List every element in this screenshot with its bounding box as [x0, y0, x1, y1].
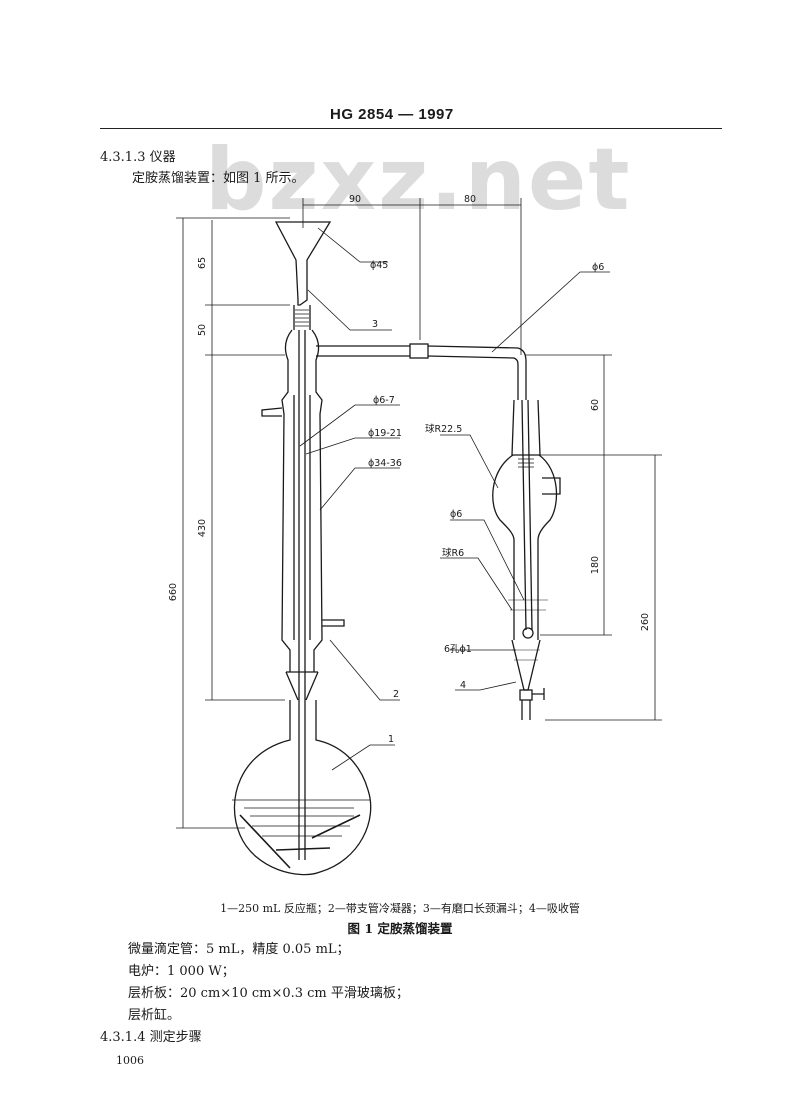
dim-absorber: 260 — [640, 613, 651, 631]
label-phi6-mid: ϕ6 — [450, 509, 462, 520]
callout-4: 4 — [460, 680, 466, 691]
item-tlc-plate: 层析板：20 cm×10 cm×0.3 cm 平滑玻璃板； — [128, 986, 409, 1001]
item-burette: 微量滴定管：5 mL，精度 0.05 mL； — [128, 942, 350, 957]
absorption-tube — [492, 399, 561, 720]
label-phi6-top: ϕ6 — [592, 262, 604, 273]
figure-legend: 1—250 mL 反应瓶；2—带支管冷凝器；3—有磨口长颈漏斗；4—吸收管 — [220, 902, 580, 915]
section-intro: 定胺蒸馏装置：如图 1 所示。 — [132, 171, 305, 186]
callout-leaders — [299, 227, 610, 771]
reaction-flask — [232, 700, 372, 876]
label-holes: 6孔ϕ1 — [444, 644, 472, 655]
dim-funnel: 65 — [197, 257, 208, 269]
dim-total: 660 — [168, 583, 179, 601]
figure-caption: 图 1 定胺蒸馏装置 — [347, 921, 453, 936]
condenser — [261, 329, 527, 860]
dim-tube-drop: 60 — [590, 399, 601, 411]
callout-3: 3 — [372, 319, 378, 330]
dim-bulb: 180 — [590, 556, 601, 574]
dim-joint: 50 — [197, 324, 208, 336]
label-phi6-7: ϕ6-7 — [373, 395, 395, 406]
funnel — [274, 221, 332, 330]
watermark: bzxz.net — [205, 130, 632, 230]
callout-2: 2 — [393, 689, 399, 700]
callout-1: 1 — [388, 734, 394, 745]
item-furnace: 电炉：1 000 W； — [128, 964, 235, 979]
item-tlc-tank: 层析缸。 — [128, 1008, 181, 1023]
header-rule — [100, 128, 722, 129]
label-phi34-36: ϕ34-36 — [368, 458, 402, 469]
next-section-heading: 4.3.1.4 测定步骤 — [100, 1030, 202, 1045]
standard-header: HG 2854 — 1997 — [330, 106, 454, 123]
label-phi45: ϕ45 — [370, 260, 388, 271]
label-ball-r22-5: 球R22.5 — [425, 423, 462, 435]
section-heading: 4.3.1.3 仪器 — [100, 150, 176, 165]
distillation-apparatus-figure: 90 80 65 50 430 660 60 180 260 ϕ45 ϕ6 ϕ6… — [168, 194, 662, 876]
label-ball-r6: 球R6 — [442, 547, 464, 559]
dimension-lines — [176, 198, 662, 829]
label-phi19-21: ϕ19-21 — [368, 428, 402, 439]
dim-top-right: 80 — [464, 194, 476, 205]
dim-condenser: 430 — [197, 519, 208, 537]
dim-top-left: 90 — [349, 194, 361, 205]
page-number: 1006 — [116, 1054, 144, 1067]
